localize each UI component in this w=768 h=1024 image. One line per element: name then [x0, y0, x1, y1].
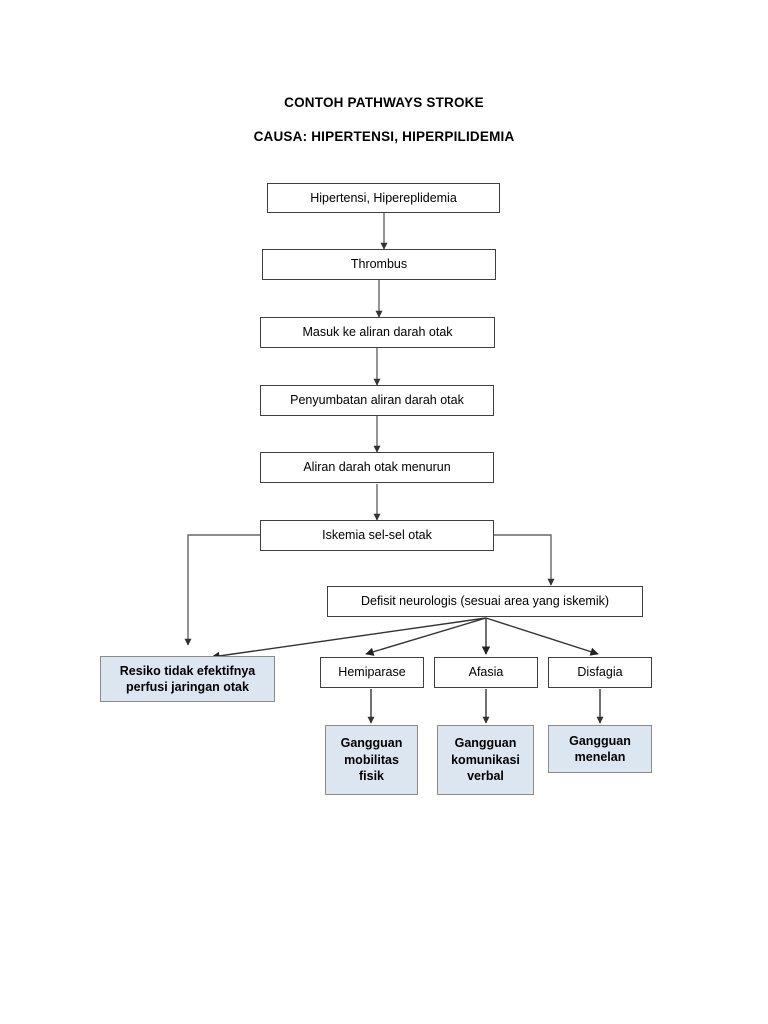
node-masuk-aliran-darah[interactable]: Masuk ke aliran darah otak [260, 317, 495, 348]
node-defisit-neurologis[interactable]: Defisit neurologis (sesuai area yang isk… [327, 586, 643, 617]
node-label: Disfagia [577, 665, 623, 680]
node-gangguan-komunikasi-verbal[interactable]: Gangguan komunikasi verbal [437, 725, 534, 795]
node-label: Masuk ke aliran darah otak [302, 325, 453, 340]
node-thrombus[interactable]: Thrombus [262, 249, 496, 280]
node-penyumbatan[interactable]: Penyumbatan aliran darah otak [260, 385, 494, 416]
node-label: Resiko tidak efektifnya perfusi jaringan… [119, 663, 256, 695]
node-label: Gangguan komunikasi verbal [451, 736, 520, 784]
node-hipertensi[interactable]: Hipertensi, Hipereplidemia [267, 183, 500, 213]
node-iskemia[interactable]: Iskemia sel-sel otak [260, 520, 494, 551]
node-gangguan-mobilitas-fisik[interactable]: Gangguan mobilitas fisik [325, 725, 418, 795]
edge-iskemia-defisit [494, 534, 555, 586]
page-subtitle: CAUSA: HIPERTENSI, HIPERPILIDEMIA [253, 129, 515, 144]
node-label: Gangguan menelan [569, 733, 631, 765]
edge-defisit-hemiparase [365, 617, 487, 656]
edge-iskemia-resiko [184, 534, 260, 646]
node-gangguan-menelan[interactable]: Gangguan menelan [548, 725, 652, 773]
edge-defisit-disfagia [485, 617, 599, 656]
node-label: Hipertensi, Hipereplidemia [310, 190, 457, 205]
node-resiko-perfusi[interactable]: Resiko tidak efektifnya perfusi jaringan… [100, 656, 275, 702]
node-label: Afasia [468, 665, 504, 680]
node-hemiparase[interactable]: Hemiparase [320, 657, 424, 688]
node-label: Thrombus [350, 257, 408, 272]
node-label: Penyumbatan aliran darah otak [290, 393, 464, 408]
node-label: Aliran darah otak menurun [303, 460, 451, 475]
node-disfagia[interactable]: Disfagia [548, 657, 652, 688]
page-title: CONTOH PATHWAYS STROKE [284, 95, 484, 110]
node-afasia[interactable]: Afasia [434, 657, 538, 688]
edge-defisit-resiko [211, 617, 487, 661]
node-label: Defisit neurologis (sesuai area yang isk… [360, 594, 610, 609]
node-label: Hemiparase [338, 665, 406, 680]
node-label: Gangguan mobilitas fisik [340, 736, 403, 784]
node-aliran-menurun[interactable]: Aliran darah otak menurun [260, 452, 494, 483]
node-label: Iskemia sel-sel otak [322, 528, 432, 543]
